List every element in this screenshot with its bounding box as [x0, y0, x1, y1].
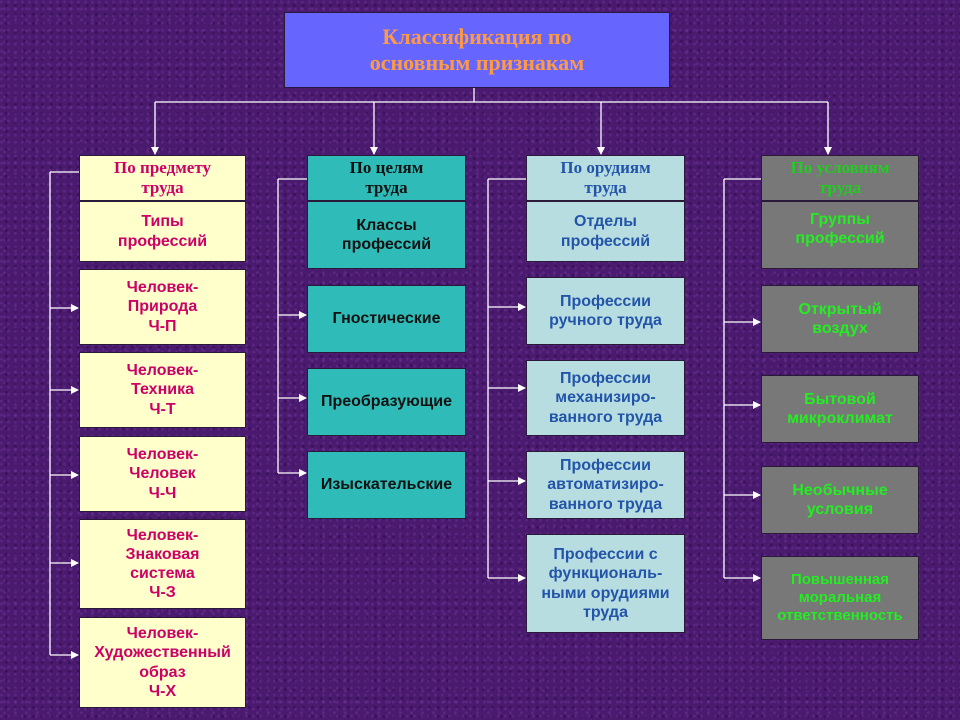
node-open-air: Открытый воздух	[761, 285, 919, 353]
node-profession-classes: Классы профессий	[307, 201, 466, 269]
node-mechanized-labor: Профессии механизиро- ванного труда	[526, 360, 685, 436]
node-moral-responsibility: Повышенная моральная ответственность	[761, 556, 919, 640]
node-unusual-conditions: Необычные условия	[761, 466, 919, 534]
node-human-human: Человек- Человек Ч-Ч	[79, 436, 246, 512]
node-profession-departments: Отделы профессий	[526, 201, 685, 262]
node-gnostic: Гностические	[307, 285, 466, 353]
node-automated-labor: Профессии автоматизиро- ванного труда	[526, 451, 685, 519]
column-header-goals: По целям труда	[307, 155, 466, 201]
column-header-tools: По орудиям труда	[526, 155, 685, 201]
column-header-conditions: По условиям труда	[761, 155, 919, 201]
node-functional-tools: Профессии с функциональ- ными орудиями т…	[526, 534, 685, 633]
node-human-sign-system: Человек- Знаковая система Ч-З	[79, 519, 246, 609]
column-header-subject: По предмету труда	[79, 155, 246, 201]
node-transforming: Преобразующие	[307, 368, 466, 436]
diagram-title: Классификация по основным признакам	[284, 12, 670, 88]
node-domestic-microclimate: Бытовой микроклимат	[761, 375, 919, 443]
node-human-art-image: Человек- Художественный образ Ч-Х	[79, 617, 246, 708]
node-manual-labor: Профессии ручного труда	[526, 277, 685, 345]
node-profession-types: Типы профессий	[79, 201, 246, 262]
node-exploratory: Изыскательские	[307, 451, 466, 519]
node-profession-groups: Группы профессий	[761, 201, 919, 269]
node-human-nature: Человек- Природа Ч-П	[79, 269, 246, 345]
node-human-technology: Человек- Техника Ч-Т	[79, 352, 246, 428]
